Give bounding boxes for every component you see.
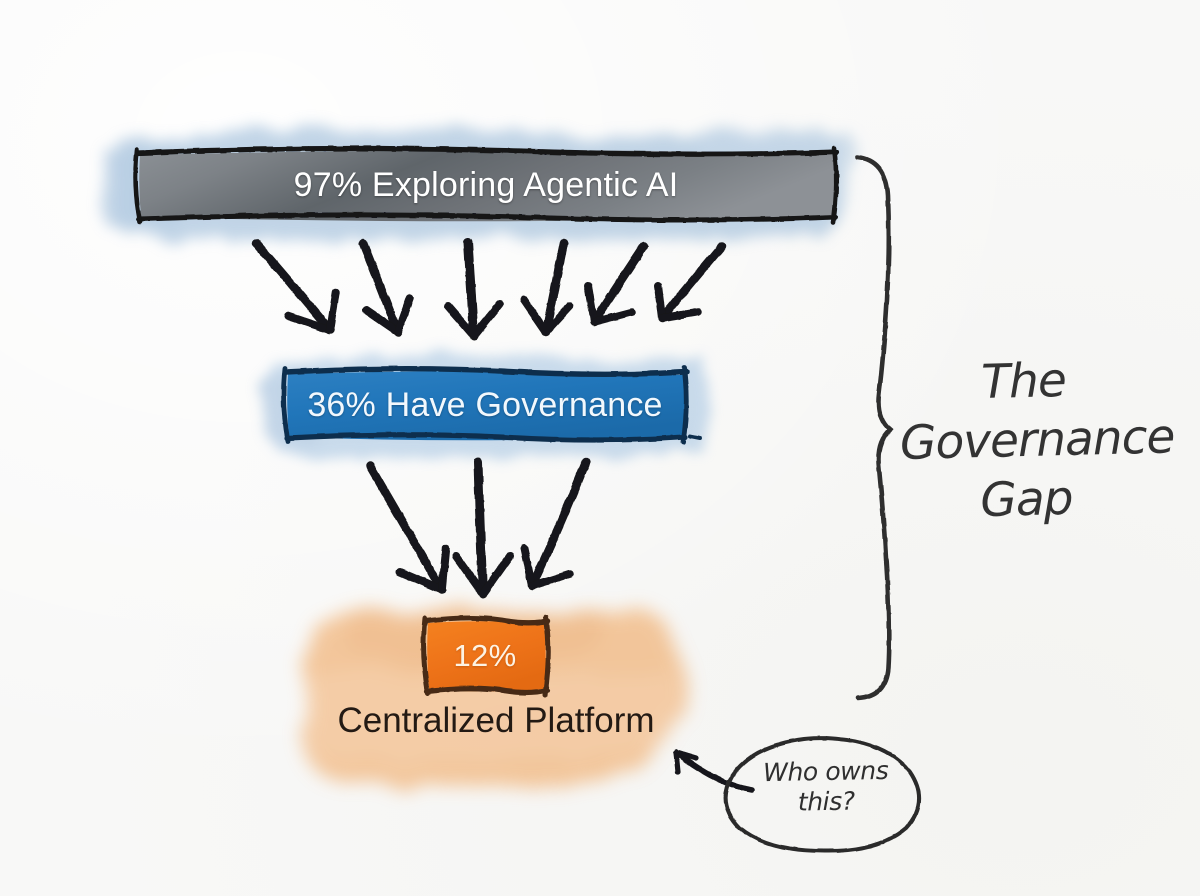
arrow-7	[365, 461, 450, 595]
arrow-4	[520, 238, 574, 337]
arrow-6	[654, 241, 727, 323]
callout-line-1: Who owns	[762, 755, 889, 788]
node-middle-have-governance[interactable]	[281, 365, 702, 445]
arrow-group-middle-to-bottom	[365, 457, 591, 599]
arrow-3	[444, 237, 504, 341]
node-bottom-border	[421, 614, 551, 698]
arrow-group-top-to-middle	[251, 237, 727, 341]
callout-label: Who owns this?	[743, 756, 908, 818]
arrow-5	[584, 241, 649, 327]
node-bottom-value-label: 12%	[453, 638, 517, 673]
arrow-8	[452, 457, 514, 599]
node-top-fill	[139, 150, 835, 222]
node-middle-label: 36% Have Governance	[307, 386, 663, 424]
arrow-2	[358, 238, 414, 337]
callout-ellipse[interactable]	[723, 736, 922, 854]
node-top-exploring-agentic-ai[interactable]	[133, 145, 839, 226]
callout-pointer-arrow	[673, 749, 755, 793]
node-middle-fill	[287, 371, 685, 441]
node-top-border	[133, 145, 839, 226]
node-bottom-caption: Centralized Platform	[337, 701, 655, 740]
annotation-line-3: Gap	[979, 471, 1074, 529]
node-middle-border	[281, 365, 702, 445]
annotation-line-1: The	[980, 352, 1067, 411]
node-top-label: 97% Exploring Agentic AI	[293, 166, 679, 204]
curly-brace	[854, 154, 894, 701]
arrow-1	[251, 238, 340, 335]
annotation-line-2: Governance	[899, 409, 1175, 472]
callout-line-2: this?	[797, 786, 855, 816]
node-bottom-fill	[427, 621, 546, 692]
arrow-9	[520, 457, 591, 591]
node-bottom-centralized-platform[interactable]	[421, 614, 551, 698]
governance-gap-annotation: The Governance Gap	[898, 349, 1175, 533]
